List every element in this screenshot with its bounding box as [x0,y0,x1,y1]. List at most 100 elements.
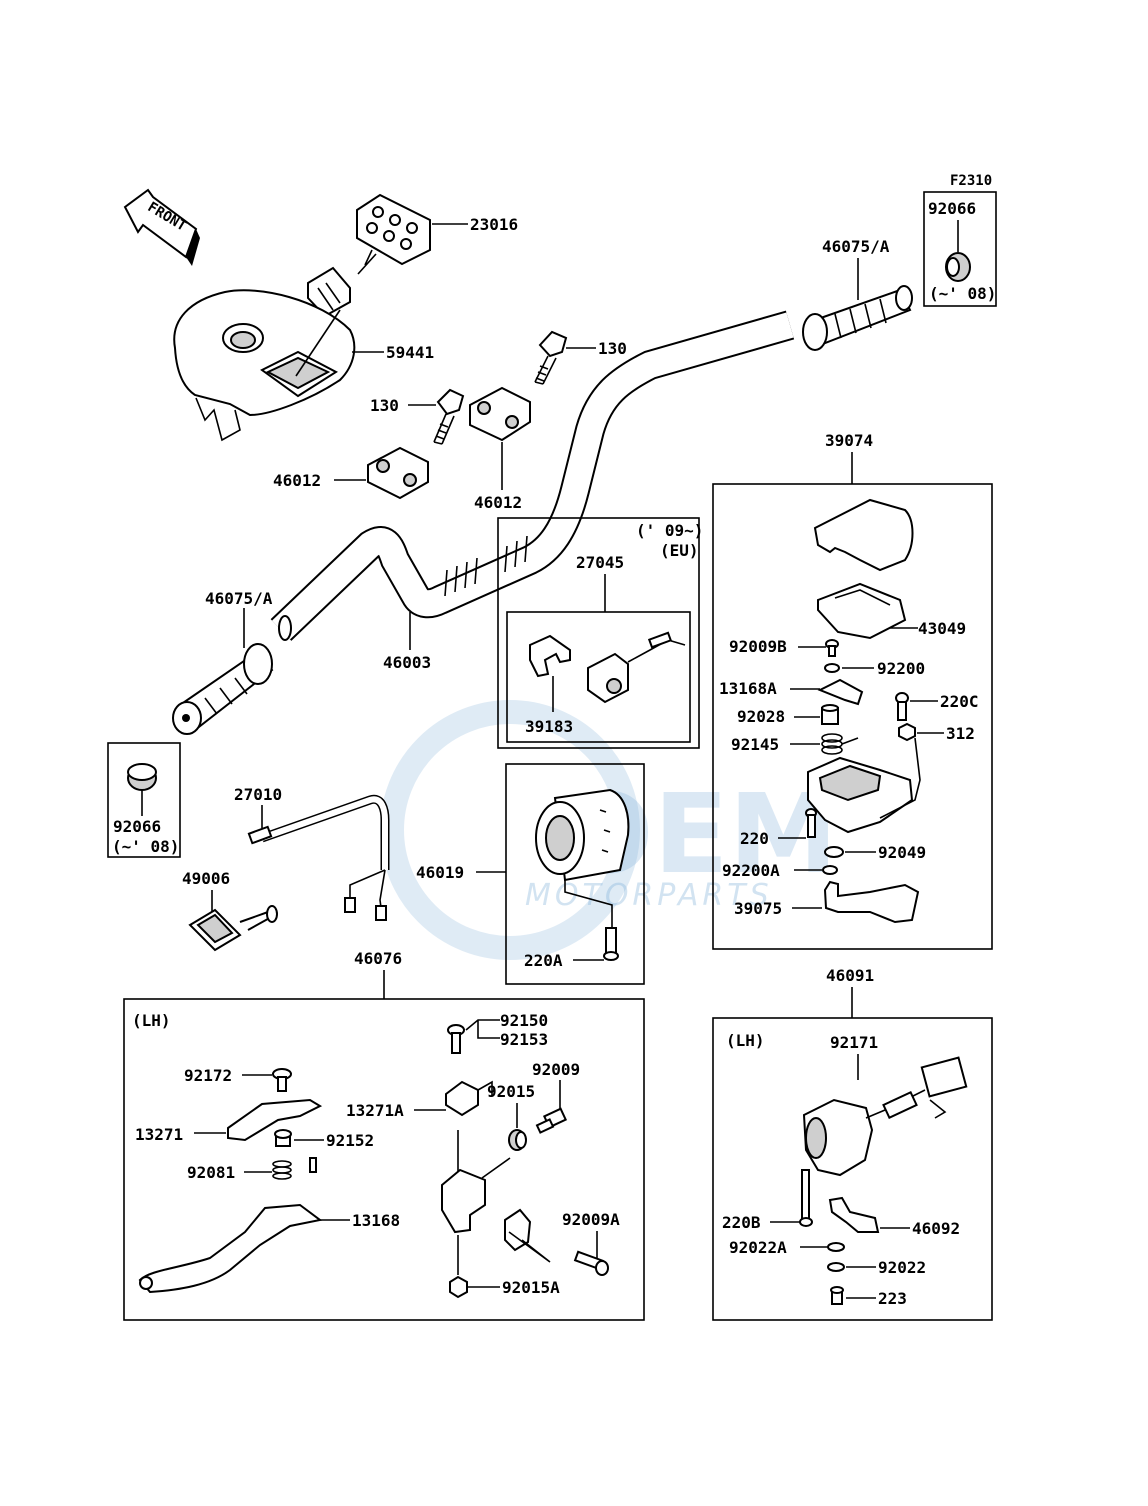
box-46019 [505,763,645,985]
bolt-92150 [447,1024,465,1054]
collar-92152 [274,1129,292,1147]
label-46075-left: 46075/A [205,589,273,608]
label-46012-left: 46012 [273,471,321,490]
grip-end-cap-left [127,763,157,791]
label-130-upper: 130 [598,339,627,358]
plate-13168A [817,678,864,706]
housing-39074 [807,737,921,834]
label-92049: 92049 [878,843,926,862]
label-92200: 92200 [877,659,925,678]
label-220C: 220C [940,692,979,711]
spring-92081 [272,1157,317,1180]
front-arrow-icon: FRONT [123,188,200,266]
label-49006: 49006 [182,869,230,888]
label-92171: 92171 [830,1033,878,1052]
box-92066-right [923,191,997,307]
label-92081: 92081 [187,1163,235,1182]
switch-27045 [587,631,686,704]
label-92022A: 92022A [729,1238,787,1257]
throttle-housing-46019 [535,788,630,882]
label-23016: 23016 [470,215,518,234]
label-220B: 220B [722,1213,761,1232]
bolt-130-lower [433,388,465,445]
label-92028: 92028 [737,707,785,726]
label-92200A: 92200A [722,861,780,880]
washer-92022A [827,1242,845,1252]
label-39183: 39183 [525,717,573,736]
label-43049: 43049 [918,619,966,638]
label-92015A: 92015A [502,1278,560,1297]
clamp-46012-left [367,446,429,500]
label-46019: 46019 [416,863,464,882]
figure-code: F2310 [950,173,992,189]
screw-220C [895,692,909,721]
bracket-49006 [188,905,278,952]
washer-92200 [824,663,840,673]
label-130-lower: 130 [370,396,399,415]
lh-note-switch: (LH) [726,1031,765,1050]
nut-312 [898,722,916,742]
cover-39074 [813,498,914,572]
label-92153: 92153 [500,1030,548,1049]
label-92066-right: 92066 [928,199,976,218]
label-13271A: 13271A [346,1101,404,1120]
screw-220B [799,1169,813,1227]
box-46076 [123,998,645,1321]
screw-223 [830,1286,844,1305]
label-13168: 13168 [352,1211,400,1230]
box-27045 [506,611,691,743]
lh-note-lever: (LH) [132,1011,171,1030]
box-eu-09 [497,517,700,749]
clamp-46012-right [469,386,531,442]
spring-92145 [821,733,859,755]
lever-46092 [828,1196,880,1233]
adjuster-92015 [508,1129,527,1151]
label-27045: 27045 [576,553,624,572]
nut-92015A [449,1275,468,1299]
label-46091: 46091 [826,966,874,985]
label-92009B: 92009B [729,637,787,656]
connector [307,266,351,318]
pad-43049 [817,582,907,640]
label-46075-right: 46075/A [822,237,890,256]
lever-13168 [138,1203,323,1294]
screw-92009B [825,639,839,657]
screw-92172 [272,1068,292,1092]
label-27010: 27010 [234,785,282,804]
label-46076: 46076 [354,949,402,968]
bolt-130-upper [534,330,568,385]
label-13271: 13271 [135,1125,183,1144]
label-46092: 46092 [912,1219,960,1238]
label-92066-left: 92066 [113,817,161,836]
collar-92028 [821,704,839,725]
label-92150: 92150 [500,1011,548,1030]
label-46003: 46003 [383,653,431,672]
eu-note-2: (EU) [660,541,699,560]
box-39074 [712,483,993,950]
eu-note-1: (' 09~) [636,521,703,540]
switch-23016 [356,193,431,275]
bracket-13271A [445,1080,493,1117]
label-92172: 92172 [184,1066,232,1085]
label-92152: 92152 [326,1131,374,1150]
label-46012-right: 46012 [474,493,522,512]
bracket-lever-perch [441,1130,532,1252]
cable-27010 [247,794,390,921]
bolt-92009A [573,1250,609,1276]
lever-39075 [823,880,920,924]
screw-220A [603,927,619,961]
grip-46075-right [802,285,913,351]
label-92009: 92009 [532,1060,580,1079]
box-92066-left [107,742,181,858]
label-223: 223 [878,1289,907,1308]
handlebar-46003 [270,310,795,641]
label-92066-right-note: (~' 08) [929,284,996,303]
plate-13271 [227,1098,323,1142]
label-312: 312 [946,724,975,743]
switch-housing-46091 [802,1056,968,1177]
handlebar-cover-59441 [173,289,356,442]
clamp-39183 [529,634,571,678]
screw-92009 [535,1107,568,1134]
screw-220 [805,808,817,838]
